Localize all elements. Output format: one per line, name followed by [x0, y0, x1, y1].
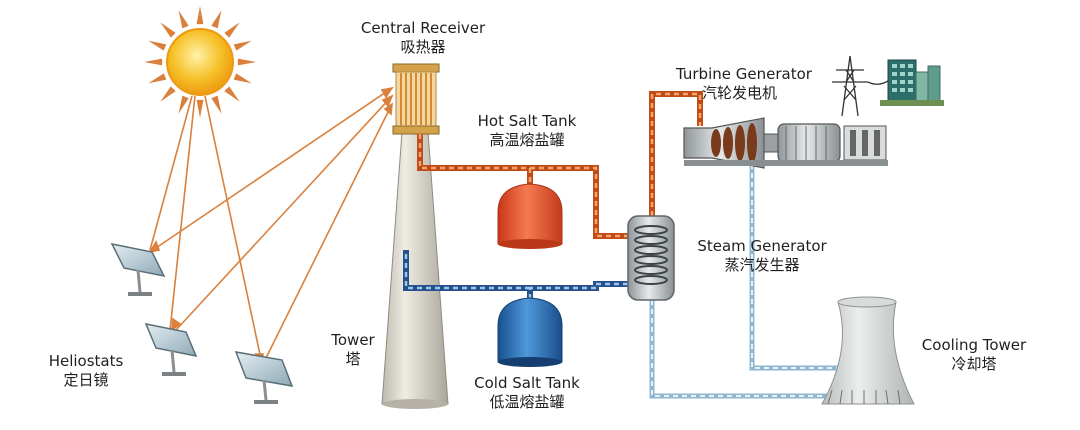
heliostat-2 [144, 322, 198, 376]
label-cold-salt-tank-cn: 低温熔盐罐 [489, 393, 565, 411]
label-hot-salt-tank: Hot Salt Tank 高温熔盐罐 [478, 112, 577, 150]
reflected-rays [148, 86, 394, 367]
label-cold-salt-tank: Cold Salt Tank 低温熔盐罐 [474, 374, 580, 412]
cooling-tower [821, 296, 915, 405]
cold-salt-pipes [403, 250, 628, 300]
sun-ray [178, 10, 189, 29]
sun-ray [233, 40, 252, 51]
sun-ray [224, 22, 240, 38]
sun-ray [211, 95, 222, 114]
label-central-receiver-cn: 吸热器 [400, 38, 446, 56]
heliostat-3 [234, 351, 294, 404]
label-cooling-tower-en: Cooling Tower [921, 336, 1027, 354]
water-pipes [649, 164, 838, 399]
sun-ray [160, 22, 176, 38]
steam-generator [627, 215, 675, 301]
label-steam-generator: Steam Generator 蒸汽发生器 [697, 237, 826, 275]
sun-ray [196, 6, 204, 25]
sun-ray [211, 10, 222, 29]
label-hot-salt-tank-en: Hot Salt Tank [477, 112, 577, 130]
transmission-tower-icon [832, 55, 893, 117]
label-cooling-tower-cn: 冷却塔 [951, 355, 997, 373]
label-heliostats-en: Heliostats [48, 352, 124, 370]
label-tower-en: Tower [331, 331, 375, 349]
sun-ray [148, 73, 167, 84]
label-hot-salt-tank-cn: 高温熔盐罐 [489, 131, 565, 149]
sun-icon [144, 6, 256, 118]
sun-ray [224, 86, 240, 102]
label-cooling-tower: Cooling Tower 冷却塔 [922, 336, 1026, 374]
label-heliostats: Heliostats 定日镜 [49, 352, 124, 390]
label-tower-cn: 塔 [345, 350, 361, 368]
label-tower: Tower 塔 [331, 331, 374, 369]
label-turbine-generator: Turbine Generator 汽轮发电机 [676, 65, 812, 103]
label-turbine-generator-cn: 汽轮发电机 [702, 84, 778, 102]
sun-ray [178, 95, 189, 114]
hot-salt-tank [497, 183, 563, 249]
sun-ray [237, 58, 256, 66]
heliostat-1 [110, 242, 166, 296]
city-buildings-icon [880, 59, 944, 106]
sunlight-rays [149, 95, 263, 365]
tower [381, 131, 449, 409]
sun-ray [233, 73, 252, 84]
label-cold-salt-tank-en: Cold Salt Tank [474, 374, 580, 392]
sun-ray [148, 40, 167, 51]
label-heliostats-cn: 定日镜 [63, 371, 109, 389]
turbine-generator [683, 117, 888, 169]
label-steam-generator-cn: 蒸汽发生器 [724, 256, 800, 274]
label-turbine-generator-en: Turbine Generator [676, 65, 812, 83]
central-receiver [392, 63, 440, 135]
sun-ray [196, 99, 204, 118]
sun-ray [160, 86, 176, 102]
hot-salt-pipes [417, 91, 703, 239]
label-central-receiver-en: Central Receiver [360, 19, 486, 37]
cold-salt-tank [497, 297, 563, 367]
label-steam-generator-en: Steam Generator [697, 237, 827, 255]
label-central-receiver: Central Receiver 吸热器 [361, 19, 485, 57]
sun-ray [144, 58, 163, 66]
